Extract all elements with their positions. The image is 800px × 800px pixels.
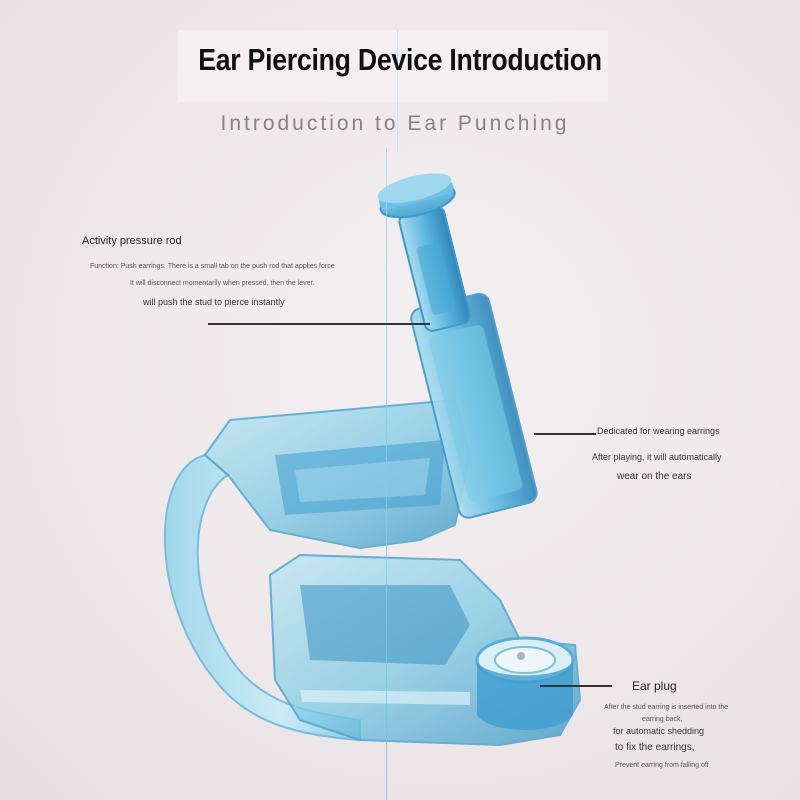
rod-line3: will push the stud to pierce instantly: [143, 297, 285, 307]
plug-line4: to fix the earrings,: [615, 742, 695, 753]
plug-line5: Prevent earring from falling off: [615, 762, 709, 769]
earrings-line2: wear on the ears: [617, 471, 692, 482]
plug-heading: Ear plug: [632, 679, 677, 693]
rod-heading: Activity pressure rod: [82, 235, 182, 247]
title-band: [178, 30, 608, 102]
page-subtitle: Introduction to Ear Punching: [220, 112, 570, 135]
rod-line2: It will disconnect momentarily when pres…: [130, 280, 315, 287]
plug-line1: After the stud earring is inserted into …: [604, 704, 729, 711]
earrings-heading: Dedicated for wearing earrings: [597, 426, 720, 436]
plug-leader-line: [540, 685, 612, 687]
earrings-line1: After playing, it will automatically: [592, 452, 722, 462]
earrings-leader-line: [534, 433, 596, 435]
guide-line-top: [397, 30, 398, 152]
rod-line1: Function: Push earrings. There is a smal…: [90, 263, 335, 270]
plug-line3: for automatic shedding: [613, 726, 705, 736]
plug-line2: earring back,: [642, 716, 683, 723]
guide-line-center: [386, 148, 387, 800]
rod-leader-line: [208, 323, 430, 325]
page-title: Ear Piercing Device Introduction: [198, 42, 602, 77]
